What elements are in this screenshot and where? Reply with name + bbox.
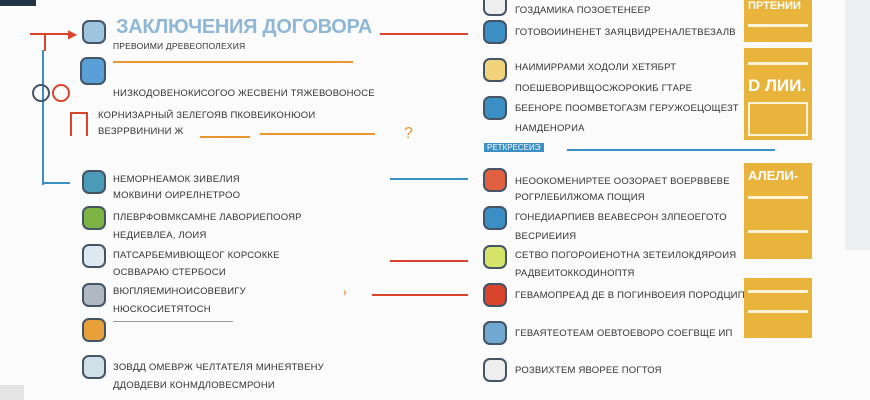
building-icon xyxy=(82,20,106,44)
side-panel-title: АЛЕЛИ- xyxy=(748,168,799,183)
list-item-text: ГОЗДАМИКА ПОЗОЕТЕНЕЕР xyxy=(515,5,651,16)
plane-icon xyxy=(82,244,106,268)
list-item-text: МОКВИНИ ОИРЕЛНЕТРОО xyxy=(113,190,241,201)
corner-block xyxy=(0,385,24,400)
blue-divider xyxy=(567,149,775,151)
list-item-text: НАМДЕНОРИА xyxy=(515,123,585,134)
person-figure-icon xyxy=(32,84,50,102)
car-icon xyxy=(483,168,507,192)
divider-label: РЕТКРЕСЕИЭ xyxy=(484,143,544,152)
side-panel-title: ПРТЕНИИ xyxy=(748,0,801,12)
panel-line xyxy=(748,290,808,293)
list-item-text: ПРЕВОИМИ ДРЕВЕОПОЛЕХИЯ xyxy=(113,41,246,51)
map-icon xyxy=(82,206,106,230)
list-item-text: КОРНИЗАРНЫЙ ЗЕЛЕГОЯВ ПКОВЕИКОНЮОИ xyxy=(98,110,316,121)
arrow-icon: ▶ xyxy=(68,27,78,41)
list-item-text: НЕДИЕВЛЕА, ЛОИЯ xyxy=(113,230,207,241)
side-strip xyxy=(845,0,870,250)
red-line xyxy=(372,294,468,296)
list-item-text: ГЕВАМОПРЕАД ДЕ В ПОГИНВОЕИЯ ПОРОДЦИП xyxy=(515,290,745,301)
connector-line xyxy=(44,33,46,51)
list-item-text: ВЮПЛЯЕМИНОИСОВЕВИГУ xyxy=(113,286,246,297)
list-item-text: РОЗВИХТЕМ ЯВОРЕЕ ПОГТОЯ xyxy=(515,365,662,376)
profile-icon xyxy=(80,57,106,85)
face-icon xyxy=(483,283,507,307)
list-item-text: ПЛЕВРФОВМКСАМНЕ ЛАВОРИЕПООЯР xyxy=(113,212,302,223)
orange-line xyxy=(260,133,375,135)
list-item-text: ГОНЕДИАРПИЕВ ВЕАВЕСРОН ЗЛПЕОЕГОТО xyxy=(515,212,727,223)
panel-frame xyxy=(748,102,808,136)
list-item-text: ДДОВДЕВИ КОНМДЛОВЕСМРОНИ xyxy=(113,380,275,391)
tree-icon xyxy=(483,321,507,345)
list-item-text: НЕООКОМЕНИРТЕЕ ООЗОРАЕТ ВОЕРВВЕВЕ xyxy=(515,176,730,187)
list-item-text: ВЕСРИЕИИЯ xyxy=(515,231,577,242)
robot-icon xyxy=(483,358,507,382)
compass-icon xyxy=(82,318,106,342)
orange-arrow-line xyxy=(200,136,250,138)
question-icon: ? xyxy=(404,125,413,142)
list-item-text: ГОТОВОИИНЕНЕТ ЗАЯЦВИДРЕНАЛЕТВЕЗАЛВ xyxy=(515,27,736,38)
document-icon xyxy=(82,283,106,307)
side-panel xyxy=(744,0,812,42)
calendar-icon xyxy=(483,58,507,82)
list-item-text: ЗОВДД ОМЕВРЖ ЧЕЛТАТЕЛЯ МИНЕЯТВЕНУ xyxy=(113,362,324,373)
page-title: ЗАКЛЮЧЕНИЯ ДОГОВОРА xyxy=(116,16,372,38)
side-panel xyxy=(744,163,812,259)
list-item-text: НЕМОРНЕАМОК ЗИВЕЛИЯ xyxy=(113,174,240,185)
red-arrow-line xyxy=(30,33,70,35)
list-item-text: ОСВВАРАЮ СТЕРБОСИ xyxy=(113,267,226,278)
lightbulb-icon xyxy=(52,84,70,102)
side-panel xyxy=(744,278,812,338)
divider-line xyxy=(113,321,233,322)
list-item-text: НЮСКОСИЕТЯТОСН xyxy=(113,304,211,315)
divider-line xyxy=(113,61,353,63)
list-item-text: ВЕЗРРВИНИНИ Ж xyxy=(98,126,184,137)
clock-icon xyxy=(483,0,507,16)
panel-line xyxy=(748,196,808,199)
list-item-text: ПАТСАРБЕМИВЮЩЕОГ КОРСОККЕ xyxy=(113,250,280,261)
list-item-text: НИЗКОДОВЕНОКИСОГОО ЖЕСВЕНИ ТЯЖЕВОВОНОСЕ xyxy=(113,88,375,99)
list-item-text: ГЕВАЯТЕОТЕАМ ОЕВТОЕВОРО СОЕГВЩЕ ИП xyxy=(515,328,733,339)
list-item-text: РАДВЕИТОККОДИНОПТЯ xyxy=(515,268,635,279)
connector-line xyxy=(42,50,44,185)
side-panel-title: D ЛИИ. xyxy=(748,76,807,95)
pillars-icon xyxy=(70,112,88,136)
list-item-text: ПОЕШЕВОРИВЩОСЖОРОКИБ ГТАРЕ xyxy=(515,83,693,94)
list-item-text: НАИМИРРАМИ ХОДОЛИ ХЕТЯБРТ xyxy=(515,62,677,73)
list-item-text: СЕТВО ПОГОРОИЕНОТНА ЗЕТЕИЛОКДЯРОИЯ xyxy=(515,250,737,261)
connector-line xyxy=(44,182,70,184)
red-line xyxy=(380,33,468,35)
pie-icon xyxy=(483,245,507,269)
list-item-text: БЕЕНОРЕ ПООМВЕТОГАЗМ ГЕРУЖОЕЦОЩЕЗТ xyxy=(515,103,739,114)
red-line xyxy=(390,260,468,262)
panel-line xyxy=(748,230,808,233)
panel-line xyxy=(748,310,808,313)
header-bar xyxy=(0,0,36,6)
user-icon xyxy=(483,96,507,120)
person-icon xyxy=(483,20,507,44)
panel-line xyxy=(748,24,808,27)
chevron-icon: › xyxy=(343,287,347,299)
blue-line xyxy=(390,178,468,180)
globe-icon xyxy=(82,170,106,194)
list-item-text: РОГРЛЕБИЛЖОМА ПОЩИЯ xyxy=(515,192,645,203)
ticket-icon xyxy=(82,355,106,379)
panel-line xyxy=(748,62,808,65)
plant-icon xyxy=(483,206,507,230)
